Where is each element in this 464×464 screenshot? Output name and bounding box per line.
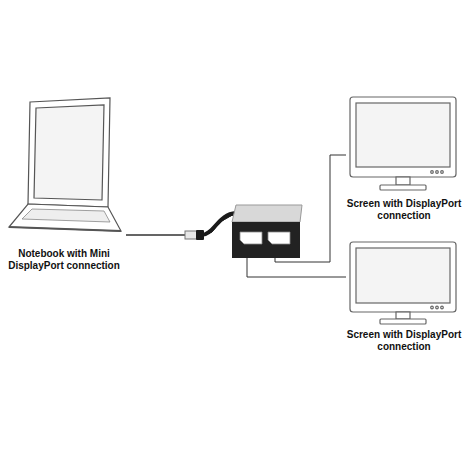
monitor-button xyxy=(441,171,444,174)
laptop-base xyxy=(9,204,121,231)
monitor-screen xyxy=(356,103,450,167)
laptop-screen xyxy=(34,105,104,200)
monitor-button xyxy=(441,306,444,309)
monitor-base xyxy=(380,319,426,324)
plug-boot xyxy=(196,230,204,240)
laptop-keyboard xyxy=(22,209,110,222)
monitor-button xyxy=(436,171,439,174)
monitor-screen xyxy=(356,248,450,303)
monitor-neck xyxy=(396,312,410,319)
device-label: Screen with DisplayPort connection xyxy=(346,198,462,222)
monitor-drawing xyxy=(350,242,456,324)
adapter-hub xyxy=(232,205,302,258)
device-node: Screen with DisplayPort connection xyxy=(346,95,462,222)
laptop-lid xyxy=(28,98,110,207)
laptop-drawing xyxy=(9,98,121,231)
device-label: Notebook with Mini DisplayPort connectio… xyxy=(2,248,126,272)
monitor-bezel xyxy=(350,242,456,312)
device-label: Screen with DisplayPort connection xyxy=(346,329,462,353)
device-node: Notebook with Mini DisplayPort connectio… xyxy=(2,96,126,272)
hub-front xyxy=(232,222,300,258)
monitor-drawing xyxy=(350,97,456,190)
monitor-neck xyxy=(396,177,410,185)
signal-line xyxy=(126,155,346,262)
dp-port xyxy=(268,232,290,244)
monitor-button xyxy=(431,171,434,174)
monitor-button xyxy=(431,306,434,309)
device-node: Screen with DisplayPort connection xyxy=(346,240,462,353)
laptop-edge xyxy=(9,227,121,231)
monitor-button xyxy=(436,306,439,309)
mini-dp-plug xyxy=(185,231,197,239)
monitor-base xyxy=(380,185,426,190)
adapter-cable xyxy=(201,213,236,235)
monitor-bezel xyxy=(350,97,456,177)
hub-top xyxy=(232,205,302,222)
signal-line xyxy=(126,214,346,277)
dp-port xyxy=(240,232,262,244)
